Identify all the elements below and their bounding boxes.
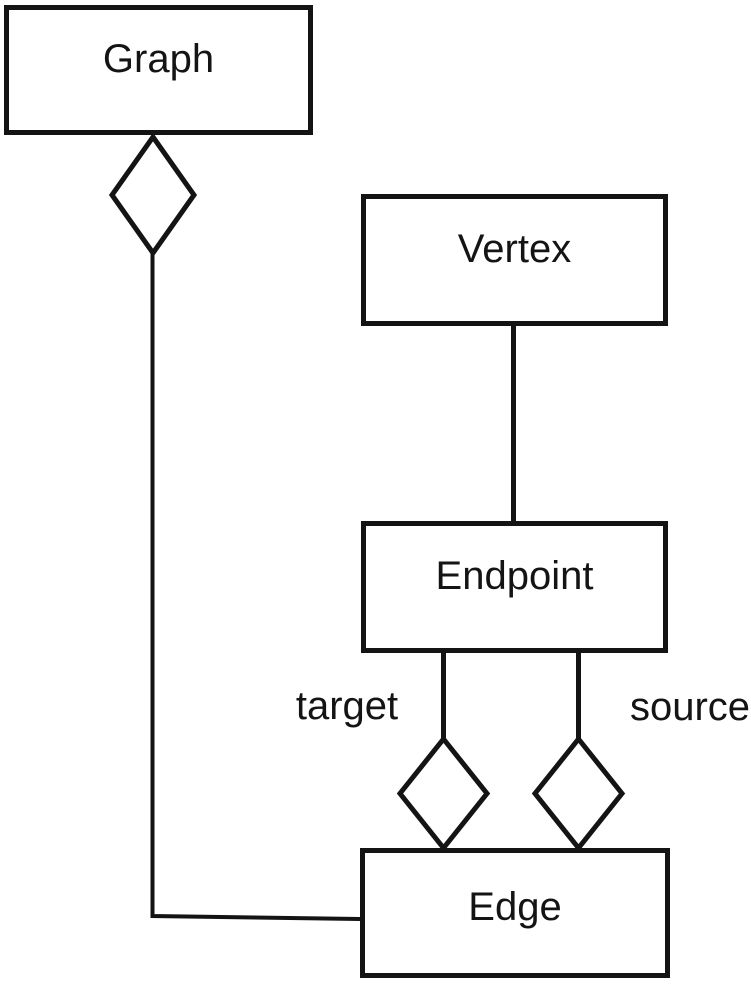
node-endpoint-box <box>361 521 668 653</box>
node-vertex-box <box>361 194 668 326</box>
connector-graph-edge-line <box>150 250 361 921</box>
aggregation-diamond-target <box>396 734 491 853</box>
aggregation-diamond-source <box>531 734 626 853</box>
node-edge-box <box>360 848 670 978</box>
node-graph-box <box>4 5 313 135</box>
aggregation-diamond-graph <box>108 132 198 258</box>
